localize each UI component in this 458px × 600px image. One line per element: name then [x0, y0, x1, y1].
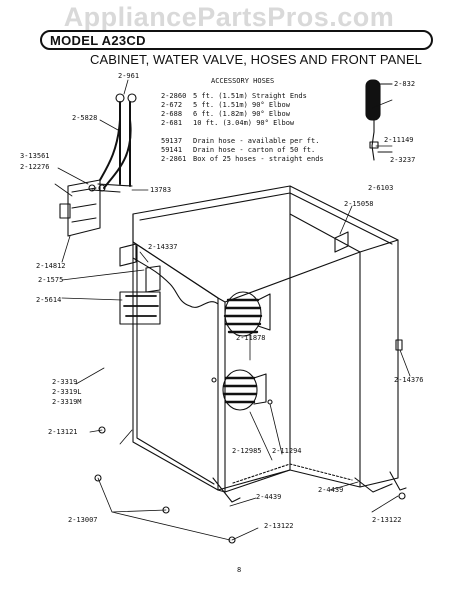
hose-row: 2-681 10 ft. (3.04m) 90° Elbow: [161, 119, 294, 127]
valve-body: [119, 243, 161, 325]
screw: [94, 474, 102, 482]
blower-opening: [224, 291, 262, 337]
screw: [211, 377, 217, 383]
hose-row: 2-2860 5 ft. (1.51m) Straight Ends: [161, 92, 307, 100]
hose-desc: 10 ft. (3.04m) 90° Elbow: [193, 119, 295, 127]
part-label: 2-11294: [272, 447, 302, 455]
hose-row: 2-688 6 ft. (1.82m) 90° Elbow: [161, 110, 290, 118]
part-label: 2-5614: [36, 296, 62, 304]
part-label: 2-832: [394, 80, 416, 88]
part-label: 2-4439: [318, 486, 344, 494]
part-label: 3-13561: [20, 152, 50, 160]
part-label: 2-14337: [148, 243, 178, 251]
part-label: 2-13122: [372, 516, 402, 524]
part-label: 2-11149: [384, 136, 414, 144]
panel-cutout: [334, 231, 349, 253]
cutaway-edge: [132, 257, 219, 308]
leader-lines: [54, 79, 411, 541]
part-label: 2-11878: [236, 334, 266, 342]
page-number: 8: [237, 566, 242, 574]
part-label: 2-6103: [368, 184, 394, 192]
drain-part: 59141: [161, 146, 183, 154]
spring-clip: [395, 339, 403, 351]
drain-row: 59137 Drain hose - available per ft.: [161, 137, 319, 145]
part-label: 2-13007: [68, 516, 98, 524]
drain-part: 2-2861: [161, 155, 187, 163]
part-label: 2-961: [118, 72, 140, 80]
part-label: 2-13122: [264, 522, 294, 530]
hose-desc: 6 ft. (1.82m) 90° Elbow: [193, 110, 290, 118]
hose-part: 2-681: [161, 119, 183, 127]
accessory-heading: ACCESSORY HOSES: [211, 77, 275, 85]
water-valve-assembly: [59, 93, 137, 237]
drain-part: 59137: [161, 137, 183, 145]
hose-part: 2-672: [161, 101, 183, 109]
drain-desc: Drain hose - carton of 50 ft.: [193, 146, 316, 154]
part-label: 2-3319: [52, 378, 78, 386]
model-frame: [40, 30, 433, 50]
part-label: 2-12985: [232, 447, 262, 455]
model-label: MODEL A23CD: [50, 33, 146, 48]
part-label: 2-15058: [344, 200, 374, 208]
watermark: AppliancePartsPros.com: [63, 2, 395, 32]
part-label: 2-14376: [394, 376, 424, 384]
part-label: 2-4439: [256, 493, 282, 501]
screw: [162, 506, 170, 514]
hose-row: 2-672 5 ft. (1.51m) 90° Elbow: [161, 101, 290, 109]
drain-row: 2-2861 Box of 25 hoses - straight ends: [161, 155, 324, 163]
part-label: 2-3237: [390, 156, 416, 164]
drain-row: 59141 Drain hose - carton of 50 ft.: [161, 146, 315, 154]
part-label: 2-3319M: [52, 398, 82, 406]
pressure-switch-hose: [365, 79, 381, 161]
screw: [98, 426, 106, 434]
part-label: 13783: [150, 186, 172, 194]
drain-desc: Box of 25 hoses - straight ends: [193, 155, 324, 163]
screw: [228, 536, 236, 544]
part-label: 2-1575: [38, 276, 64, 284]
hose-desc: 5 ft. (1.51m) Straight Ends: [193, 92, 307, 100]
part-label: 2-3319L: [52, 388, 82, 396]
screw: [267, 399, 273, 405]
part-label: 2-5828: [72, 114, 98, 122]
drain-desc: Drain hose - available per ft.: [193, 137, 320, 145]
hose-desc: 5 ft. (1.51m) 90° Elbow: [193, 101, 290, 109]
part-label: 2-12276: [20, 163, 50, 171]
drain-opening: [222, 369, 258, 411]
part-label: 2-13121: [48, 428, 78, 436]
hose-part: 2-2860: [161, 92, 187, 100]
screw: [398, 492, 406, 500]
part-label: 2-14812: [36, 262, 66, 270]
cabinet-shell: [132, 185, 407, 503]
page-title: CABINET, WATER VALVE, HOSES AND FRONT PA…: [90, 52, 423, 67]
hose-part: 2-688: [161, 110, 183, 118]
